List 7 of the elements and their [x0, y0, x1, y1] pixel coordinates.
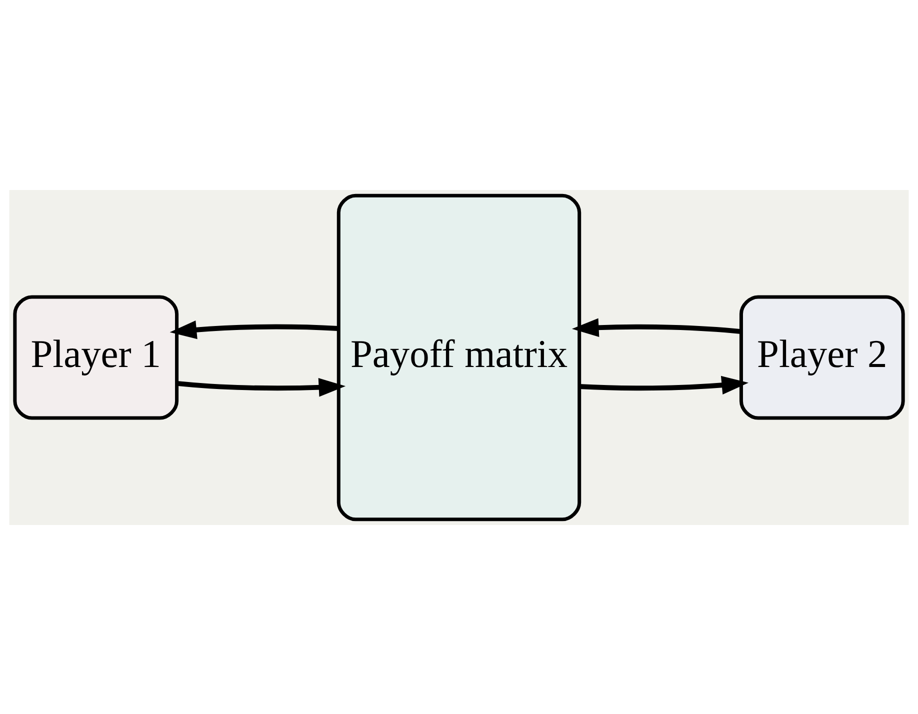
node-box: Player 2	[739, 294, 905, 420]
arrow	[176, 378, 346, 396]
node-box: Payoff matrix	[336, 193, 582, 521]
arrow	[579, 375, 748, 394]
arrow	[572, 318, 742, 336]
node-box: Player 1	[13, 294, 179, 420]
arrow	[170, 320, 338, 339]
